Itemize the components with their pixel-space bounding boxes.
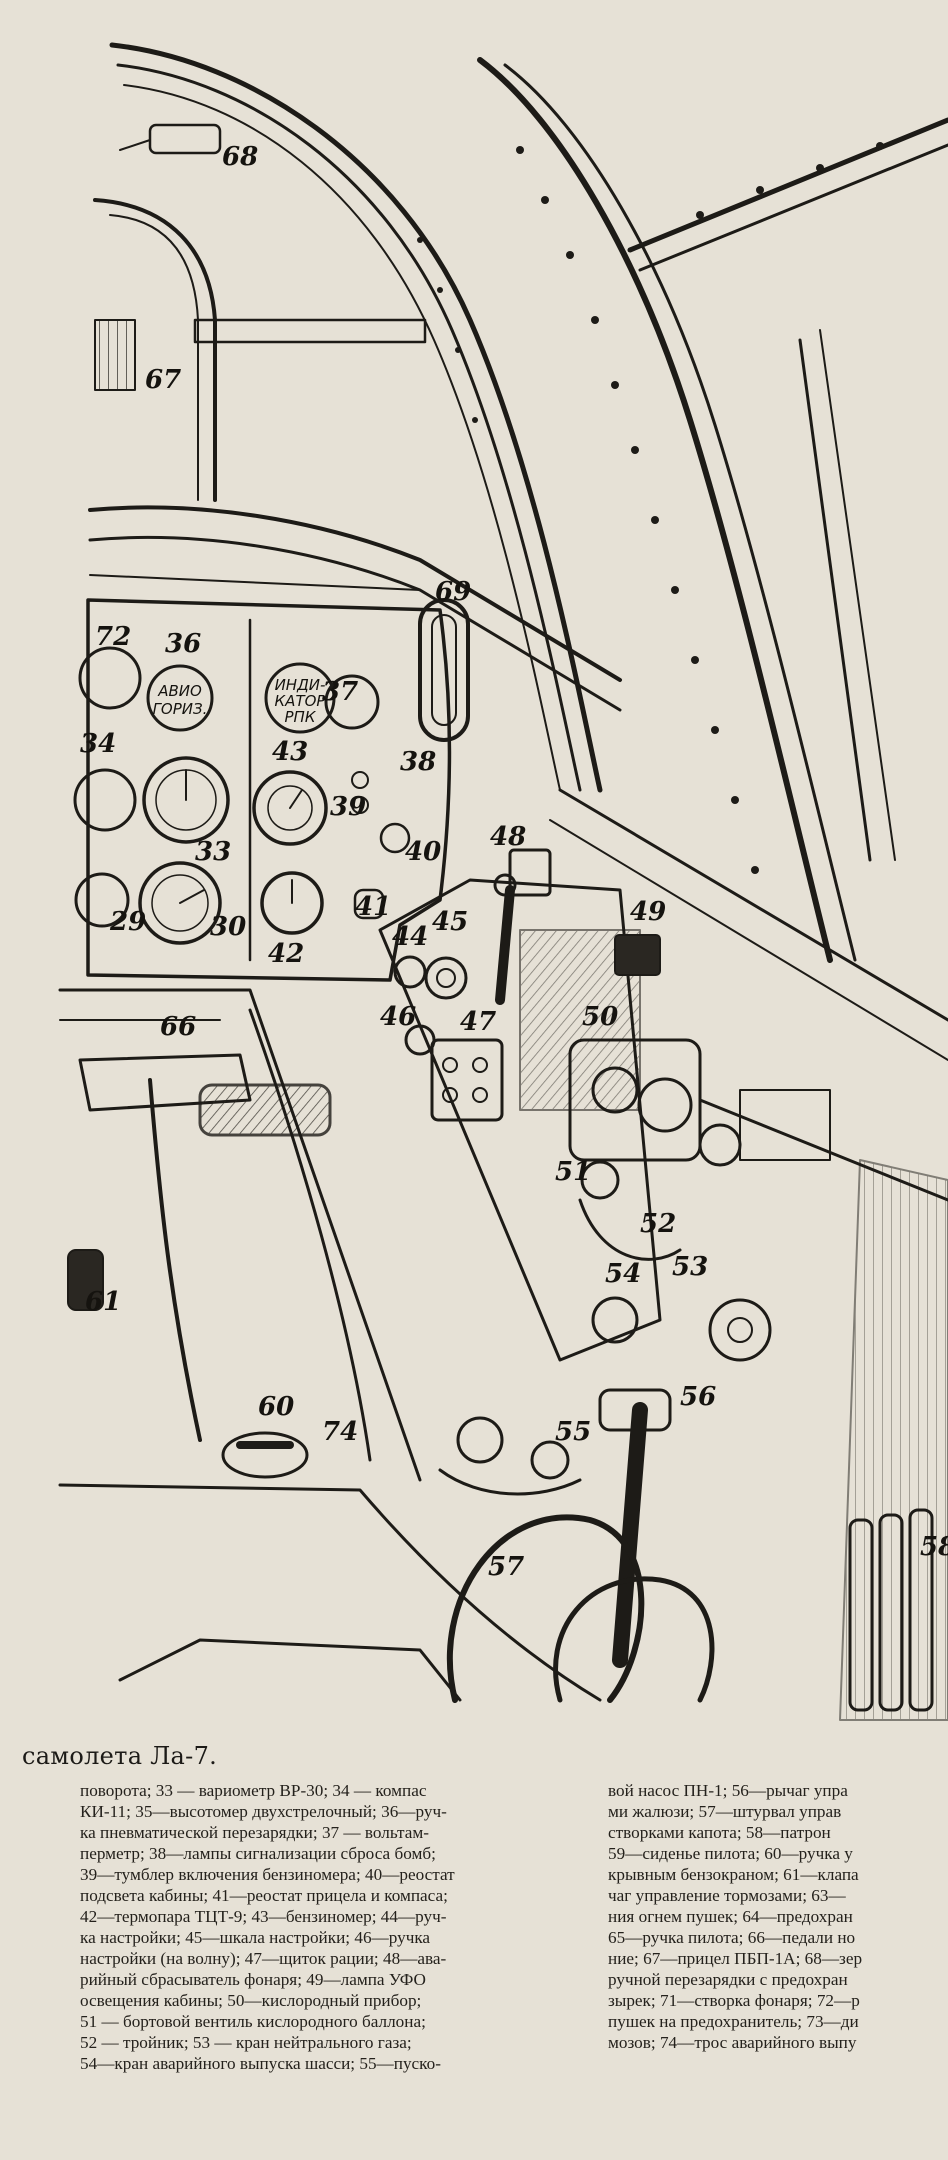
callout-34: 34 [80, 729, 116, 759]
caption-line: ния огнем пушек; 64—предохран [608, 1907, 853, 1926]
callout-40: 40 [405, 837, 441, 867]
caption-column-right: вой насос ПН-1; 56—рычаг упра ми жалюзи;… [608, 1780, 948, 2053]
caption-line: рийный сбрасыватель фонаря; 49—лампа УФО [80, 1970, 426, 1989]
callout-38: 38 [400, 747, 436, 777]
indicator-label-1: ИНДИ- [275, 676, 326, 694]
caption-line: поворота; 33 — вариометр ВР-30; 34 — ком… [80, 1781, 427, 1800]
caption-line: зырек; 71—створка фонаря; 72—р [608, 1991, 860, 2010]
callout-36: 36 [165, 629, 201, 659]
caption-line: чаг управление тормозами; 63— [608, 1886, 846, 1905]
aviagoriz-label-2: ГОРИЗ. [153, 700, 208, 718]
callout-50: 50 [582, 1002, 618, 1032]
callout-53: 53 [672, 1252, 708, 1282]
cockpit-drawing: АВИО ГОРИЗ. ИНДИ- КАТОР РПК 68 67 69 72 … [58, 42, 948, 1721]
caption-line: 39—тумблер включения бензиномера; 40—рео… [80, 1865, 455, 1884]
callout-49: 49 [630, 897, 666, 927]
indicator-label-3: РПК [285, 708, 317, 726]
caption-column-left: поворота; 33 — вариометр ВР-30; 34 — ком… [80, 1780, 580, 2074]
caption-line: мозов; 74—трос аварийного выпу [608, 2033, 857, 2052]
callout-55: 55 [555, 1417, 591, 1447]
caption-line: ручной перезарядки с предохран [608, 1970, 848, 1989]
callout-48: 48 [490, 822, 526, 852]
caption-line: 52 — тройник; 53 — кран нейтрального газ… [80, 2033, 412, 2052]
callout-46: 46 [380, 1002, 416, 1032]
callout-69: 69 [435, 577, 471, 607]
figure-caption-title: самолета Ла-7. [22, 1742, 218, 1770]
caption-line: ка пневматической перезарядки; 37 — воль… [80, 1823, 429, 1842]
indicator-label-2: КАТОР [275, 692, 327, 710]
callout-58: 58 [920, 1532, 948, 1562]
callout-68: 68 [222, 142, 258, 172]
callout-39: 39 [330, 792, 366, 822]
caption-line: ми жалюзи; 57—штурвал управ [608, 1802, 842, 1821]
callout-30: 30 [210, 912, 246, 942]
callout-44: 44 [392, 922, 428, 952]
caption-line: пушек на предохранитель; 73—ди [608, 2012, 859, 2031]
caption-line: вой насос ПН-1; 56—рычаг упра [608, 1781, 848, 1800]
caption-line: 65—ручка пилота; 66—педали но [608, 1928, 856, 1947]
caption-line: 54—кран аварийного выпуска шасси; 55—пус… [80, 2054, 441, 2073]
cockpit-illustration: АВИО ГОРИЗ. ИНДИ- КАТОР РПК 68 67 69 72 … [58, 42, 948, 1721]
callout-47: 47 [460, 1007, 496, 1037]
callout-29: 29 [109, 907, 146, 937]
callout-56: 56 [680, 1382, 716, 1412]
caption-line: крывным бензокраном; 61—клапа [608, 1865, 859, 1884]
callout-54: 54 [605, 1259, 641, 1289]
callout-74: 74 [322, 1417, 358, 1447]
callout-45: 45 [432, 907, 468, 937]
caption-line: ка настройки; 45—шкала настройки; 46—руч… [80, 1928, 431, 1947]
callout-57: 57 [488, 1552, 524, 1582]
aviagoriz-label-1: АВИО [157, 682, 202, 700]
caption-line: перметр; 38—лампы сигнализации сброса бо… [80, 1844, 436, 1863]
caption-line: КИ-11; 35—высотомер двухстрелочный; 36—р… [80, 1802, 447, 1821]
callout-67: 67 [145, 365, 181, 395]
caption-line: настройки (на волну); 47—щиток рации; 48… [80, 1949, 447, 1968]
callout-61: 61 [85, 1287, 121, 1317]
callout-41: 41 [355, 892, 391, 922]
callout-43: 43 [272, 737, 308, 767]
caption-line: ние; 67—прицел ПБП-1А; 68—зер [608, 1949, 863, 1968]
caption-line: 51 — бортовой вентиль кислородного балло… [80, 2012, 426, 2031]
callout-42: 42 [268, 939, 304, 969]
caption-line: 42—термопара ТЦТ-9; 43—бензиномер; 44—ру… [80, 1907, 447, 1926]
callout-33: 33 [195, 837, 231, 867]
caption-line: 59—сиденье пилота; 60—ручка у [608, 1844, 853, 1863]
callout-60: 60 [258, 1392, 294, 1422]
callout-72: 72 [95, 622, 131, 652]
caption-line: подсвета кабины; 41—реостат прицела и ко… [80, 1886, 448, 1905]
callout-51: 51 [555, 1157, 591, 1187]
caption-line: освещения кабины; 50—кислородный прибор; [80, 1991, 422, 2010]
callout-52: 52 [640, 1209, 676, 1239]
caption-line: створками капота; 58—патрон [608, 1823, 831, 1842]
callout-66: 66 [160, 1012, 196, 1042]
callout-37: 37 [322, 677, 358, 707]
